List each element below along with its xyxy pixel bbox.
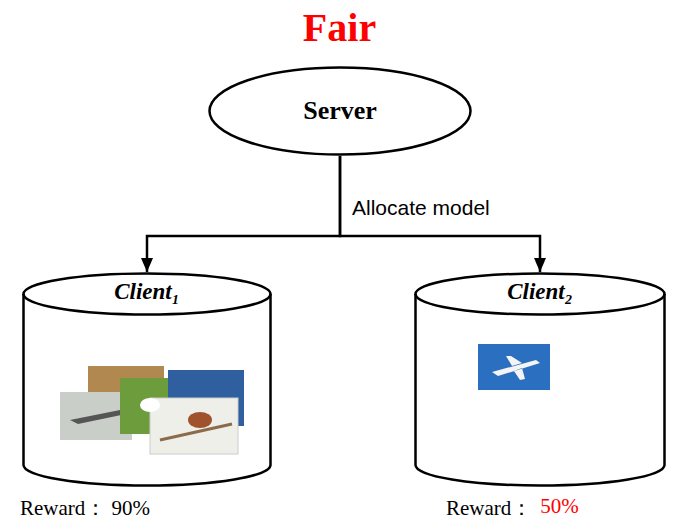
- client-cylinder: Client₂: [414, 272, 666, 487]
- allocation-arrow: [340, 156, 540, 272]
- edge-note: Allocate model: [352, 196, 490, 220]
- cylinder-outline: [22, 272, 272, 487]
- node-label: Client₂: [507, 278, 573, 306]
- diagram-title: Fair: [0, 4, 679, 51]
- allocation-arrow: [147, 156, 340, 272]
- client1-photo-stack: [60, 366, 244, 454]
- photo: [150, 398, 238, 454]
- node-label: Client₁: [114, 278, 180, 306]
- node-label: Server: [303, 95, 377, 126]
- cylinder-top: [416, 274, 665, 315]
- client-cylinder: Client₁: [22, 272, 272, 487]
- plane-figure: [492, 356, 540, 380]
- bird-figure: [140, 398, 160, 412]
- reward-text: Reward：: [446, 494, 532, 522]
- cylinder-outline: [414, 272, 666, 487]
- cylinder-top: [24, 274, 271, 315]
- branch-figure: [160, 424, 232, 440]
- photo: [478, 344, 550, 390]
- bird-figure: [188, 412, 212, 428]
- reward-text: Reward： 90%: [20, 494, 150, 522]
- client2-photo: [478, 344, 550, 390]
- reward-value: 50%: [540, 494, 579, 519]
- cylinder-body: [24, 294, 271, 486]
- plane-figure: [70, 410, 126, 424]
- cylinder-body: [416, 294, 665, 485]
- ellipse-shape: [210, 68, 471, 155]
- server-ellipse: Server: [208, 66, 472, 156]
